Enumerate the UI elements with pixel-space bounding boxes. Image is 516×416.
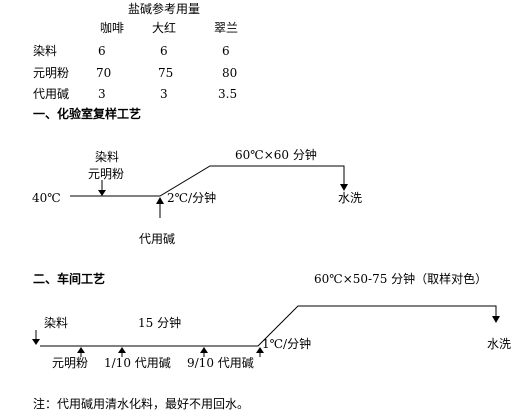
workshop-rate: 1℃/分钟	[262, 337, 312, 351]
workshop-wash-arrow	[492, 316, 500, 323]
row-label-dye: 染料	[33, 44, 58, 58]
workshop-wash: 水洗	[487, 337, 512, 351]
table-title: 盐碱参考用量	[128, 2, 201, 16]
lab-hold: 60℃×60 分钟	[235, 148, 317, 162]
lab-alkali: 代用碱	[139, 232, 176, 246]
col-header-red: 大红	[152, 21, 177, 35]
cell: 6	[222, 44, 230, 58]
lab-wash: 水洗	[338, 191, 363, 205]
workshop-rate-arrow	[256, 347, 264, 353]
lab-dye-label: 染料	[95, 150, 120, 164]
cell: 70	[96, 66, 112, 80]
col-header-blue: 翠兰	[214, 21, 239, 35]
lab-wash-arrow	[340, 184, 348, 191]
cell: 75	[158, 66, 174, 80]
lab-temp-profile	[70, 165, 345, 197]
workshop-alkali-1: 1/10 代用碱	[104, 356, 171, 370]
workshop-alkali-9: 9/10 代用碱	[187, 356, 254, 370]
cell: 3.5	[218, 87, 238, 101]
lab-glauber-label: 元明粉	[88, 167, 125, 181]
workshop-glauber-arrow	[77, 347, 85, 353]
workshop-time: 15 分钟	[138, 316, 182, 330]
cell: 6	[160, 44, 168, 58]
row-label-glauber: 元明粉	[33, 66, 70, 80]
lab-heading: 一、化验室复样工艺	[33, 107, 142, 121]
cell: 3	[160, 87, 168, 101]
footnote: 注：代用碱用清水化料，最好不用回水。	[33, 397, 250, 411]
workshop-hold: 60℃×50-75 分钟（取样对色）	[314, 272, 488, 286]
col-header-coffee: 咖啡	[100, 21, 125, 35]
cell: 80	[222, 66, 238, 80]
workshop-dye-label: 染料	[44, 316, 69, 330]
row-label-alkali: 代用碱	[33, 87, 70, 101]
cell: 3	[98, 87, 106, 101]
workshop-glauber: 元明粉	[52, 356, 89, 370]
workshop-heading: 二、车间工艺	[33, 272, 106, 286]
workshop-alkali1-arrow	[118, 347, 126, 353]
lab-rate: 2℃/分钟	[167, 191, 217, 205]
cell: 6	[98, 44, 106, 58]
workshop-temp-profile	[40, 305, 497, 347]
workshop-alkali9-arrow	[200, 347, 208, 353]
lab-start-temp: 40℃	[32, 191, 61, 205]
